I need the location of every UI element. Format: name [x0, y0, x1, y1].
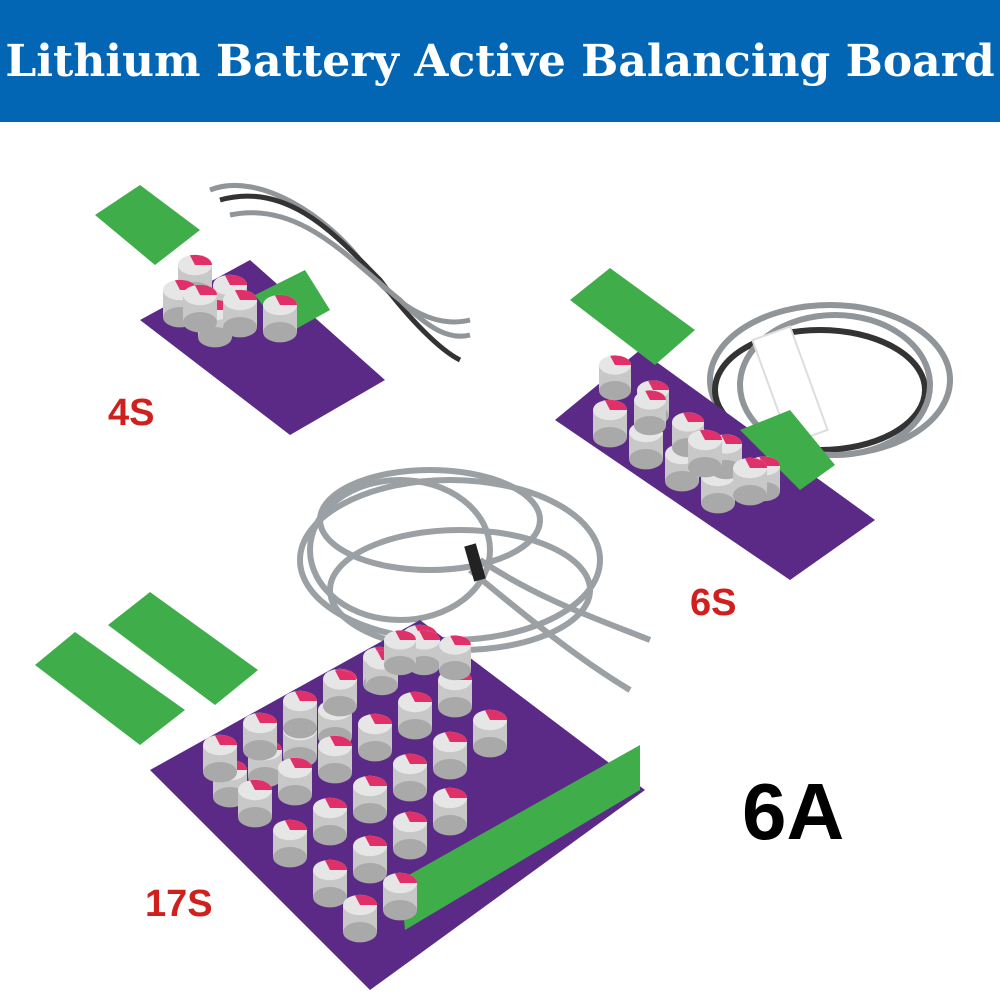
title-banner: Lithium Battery Active Balancing Board — [0, 0, 1000, 122]
capacitor — [313, 797, 347, 846]
capacitor — [593, 399, 627, 448]
connector-4s — [95, 185, 200, 265]
capacitor — [439, 635, 471, 681]
capacitor — [263, 294, 297, 343]
current-rating: 6A — [742, 767, 845, 856]
capacitor — [343, 894, 377, 943]
capacitor — [433, 731, 467, 780]
capacitor — [238, 779, 272, 828]
capacitor — [273, 819, 307, 868]
connector-17s-a — [108, 592, 258, 705]
capacitor — [313, 859, 347, 908]
capacitor — [358, 713, 392, 762]
capacitor — [384, 630, 416, 676]
capacitor — [733, 457, 767, 506]
capacitor — [688, 429, 722, 478]
label-6s: 6S — [690, 582, 737, 624]
label-4s: 4S — [108, 392, 155, 434]
capacitor — [438, 669, 472, 718]
cable-bundle-6s — [707, 302, 953, 458]
capacitor — [353, 835, 387, 884]
capacitor — [243, 712, 277, 761]
capacitor — [393, 753, 427, 802]
cable-bundle-17s — [297, 467, 652, 693]
connector-6s — [570, 268, 695, 365]
capacitor — [353, 775, 387, 824]
capacitor — [324, 670, 356, 716]
capacitor — [223, 289, 257, 338]
capacitor — [283, 690, 317, 739]
capacitor — [383, 872, 417, 921]
cable-bundle-4s — [209, 182, 471, 363]
capacitor — [203, 734, 237, 783]
capacitor — [393, 811, 427, 860]
connector-17s-b — [35, 632, 185, 745]
label-17s: 17S — [145, 883, 213, 925]
terminal-block-17s — [400, 745, 640, 930]
capacitor — [278, 757, 312, 806]
board-17s — [150, 620, 645, 990]
capacitor — [634, 390, 666, 436]
terminal-block-6s — [740, 410, 835, 490]
capacitor — [599, 355, 631, 401]
capacitor — [318, 735, 352, 784]
capacitor — [473, 709, 507, 758]
capacitor — [398, 691, 432, 740]
capacitor — [433, 787, 467, 836]
capacitor — [183, 284, 217, 333]
page-title: Lithium Battery Active Balancing Board — [5, 35, 995, 87]
